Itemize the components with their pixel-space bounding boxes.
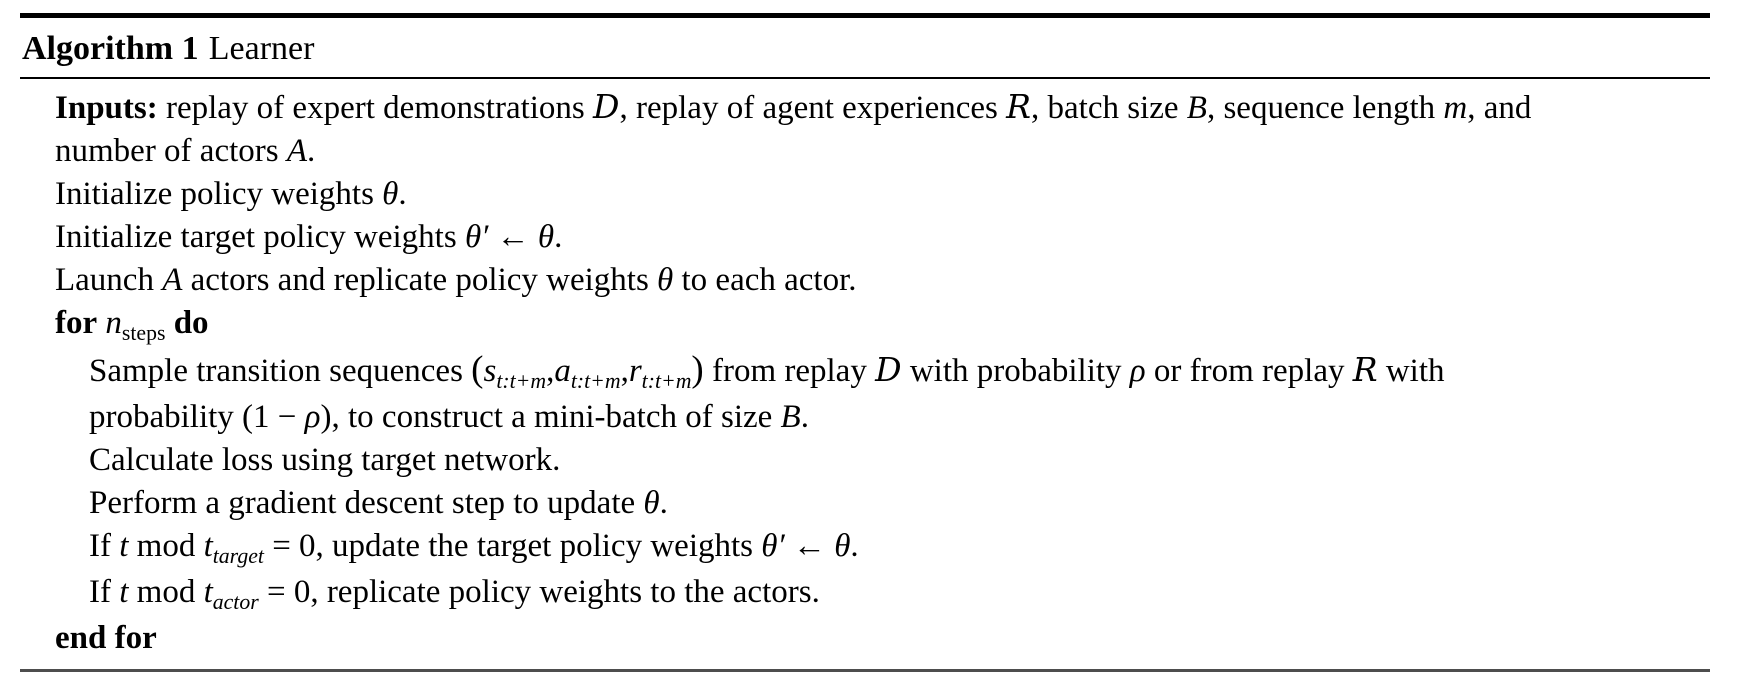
algorithm-line: for nsteps do (20, 302, 1710, 348)
algorithm-text-segment: actors and replicate policy weights (182, 262, 658, 298)
algorithm-text-segment: θ (382, 176, 399, 212)
algorithm-line: If t mod tactor = 0, replicate policy we… (20, 571, 1710, 617)
algorithm-text-segment: θ (537, 219, 555, 255)
algorithm-text-segment: If (89, 574, 120, 610)
algorithm-text-segment: number of actors (55, 133, 287, 169)
algorithm-line: Initialize policy weights θ. (20, 173, 1710, 216)
algorithm-text-segment: A (162, 262, 183, 298)
algorithm-text-segment: D (593, 87, 620, 126)
algorithm-text-segment: R (1352, 350, 1378, 389)
algorithm-text-segment: t (203, 528, 213, 564)
algorithm-text-segment: ρ (304, 399, 321, 435)
algorithm-text-segment: . (800, 399, 809, 435)
top-rule (20, 13, 1710, 18)
algorithm-text-segment: B (1186, 90, 1207, 126)
algorithm-text-segment: or from replay (1145, 353, 1353, 389)
algorithm-text-segment: , sequence length (1206, 90, 1444, 126)
algorithm-text-segment: θ′ (464, 219, 489, 255)
algorithm-title: Learner (208, 30, 315, 67)
algorithm-text-segment: do (173, 305, 209, 341)
algorithm-text-segment: ← (784, 528, 835, 564)
algorithm-text-segment: , (546, 353, 555, 389)
algorithm-text-segment: Launch (55, 262, 163, 298)
algorithm-line: Inputs: replay of expert demonstrations … (20, 85, 1710, 130)
algorithm-line: Sample transition sequences (st:t+m,at:t… (20, 348, 1710, 396)
algorithm-text-segment: . (554, 219, 563, 255)
algorithm-text-segment: Inputs: (55, 90, 158, 126)
algorithm-text-segment: = 0, replicate policy weights to the act… (258, 574, 820, 610)
algorithm-text-segment: R (1006, 87, 1031, 126)
algorithm-text-segment: to each actor. (673, 262, 857, 298)
algorithm-text-segment: Sample transition sequences (89, 353, 472, 389)
algorithm-text-segment: t (119, 574, 129, 610)
algorithm-text-segment: B (780, 399, 801, 435)
algorithm-text-segment: t:t+m (641, 368, 692, 393)
algorithm-text-segment: . (398, 176, 407, 212)
algorithm-text-segment: mod (128, 574, 204, 610)
algorithm-text-segment: . (659, 485, 668, 521)
algorithm-line: If t mod ttarget = 0, update the target … (20, 525, 1710, 571)
algorithm-text-segment: s (483, 353, 497, 389)
bottom-rule (20, 669, 1710, 672)
algorithm-text-segment: ), to construct a mini-batch of size (320, 399, 781, 435)
algorithm-text-segment: ) (691, 348, 704, 389)
header-rule (20, 77, 1710, 79)
algorithm-text-segment: , and (1467, 90, 1532, 126)
algorithm-text-segment: , batch size (1031, 90, 1187, 126)
algorithm-text-segment: θ (643, 485, 660, 521)
algorithm-text-segment: t:t+m (570, 368, 621, 393)
algorithm-text-segment: from replay (703, 353, 876, 389)
algorithm-text-segment: Perform a gradient descent step to updat… (89, 485, 644, 521)
algorithm-text-segment: t:t+m (496, 368, 547, 393)
algorithm-text-segment: steps (121, 320, 166, 345)
algorithm-text-segment: with (1377, 353, 1445, 389)
algorithm-text-segment: A (286, 133, 308, 169)
algorithm-text-segment: If (89, 528, 120, 564)
algorithm-text-segment: Calculate loss using target network. (89, 442, 561, 478)
algorithm-text-segment: mod (128, 528, 204, 564)
algorithm-text-segment: Initialize target policy weights (55, 219, 465, 255)
algorithm-line: end for (20, 617, 1710, 660)
algorithm-text-segment: . (850, 528, 859, 564)
algorithm-text-segment: actor (212, 589, 259, 614)
algorithm-line: Launch A actors and replicate policy wei… (20, 259, 1710, 302)
algorithm-text-segment: a (554, 353, 571, 389)
algorithm-text-segment: target (212, 543, 264, 568)
algorithm-text-segment: D (875, 350, 902, 389)
algorithm-text-segment: end for (55, 620, 157, 656)
algorithm-text-segment: , replay of agent experiences (619, 90, 1007, 126)
algorithm-body: Inputs: replay of expert demonstrations … (20, 79, 1710, 669)
algorithm-line: Initialize target policy weights θ′ ← θ. (20, 216, 1710, 259)
algorithm-text-segment: . (307, 133, 316, 169)
algorithm-text-segment: m (1443, 90, 1468, 126)
algorithm-text-segment (165, 305, 173, 341)
algorithm-text-segment: probability (1 − (89, 399, 305, 435)
algorithm-text-segment: θ′ (761, 528, 785, 564)
algorithm-text-segment: n (105, 305, 122, 341)
algorithm-text-segment: r (628, 353, 642, 389)
algorithm-text-segment: θ (657, 262, 674, 298)
algorithm-text-segment: t (203, 574, 213, 610)
algorithm-line: Calculate loss using target network. (20, 439, 1710, 482)
algorithm-text-segment: replay of expert demonstrations (157, 90, 594, 126)
algorithm-text-segment: Initialize policy weights (55, 176, 383, 212)
algorithm-line: probability (1 − ρ), to construct a mini… (20, 396, 1710, 439)
algorithm-text-segment: for (55, 305, 98, 341)
algorithm-text-segment: = 0, update the target policy weights (263, 528, 762, 564)
algorithm-text-segment: with probability (901, 353, 1130, 389)
algorithm-text-segment: θ (834, 528, 851, 564)
algorithm-text-segment: ( (471, 348, 484, 389)
algorithm-line: number of actors A. (20, 130, 1710, 173)
algorithm-line: Perform a gradient descent step to updat… (20, 482, 1710, 525)
algorithm-text-segment: , (620, 353, 629, 389)
algorithm-text-segment: ← (488, 219, 538, 255)
algorithm-text-segment: t (119, 528, 129, 564)
algorithm-number-label: Algorithm 1 (22, 30, 199, 67)
algorithm-text-segment: ρ (1129, 353, 1146, 389)
